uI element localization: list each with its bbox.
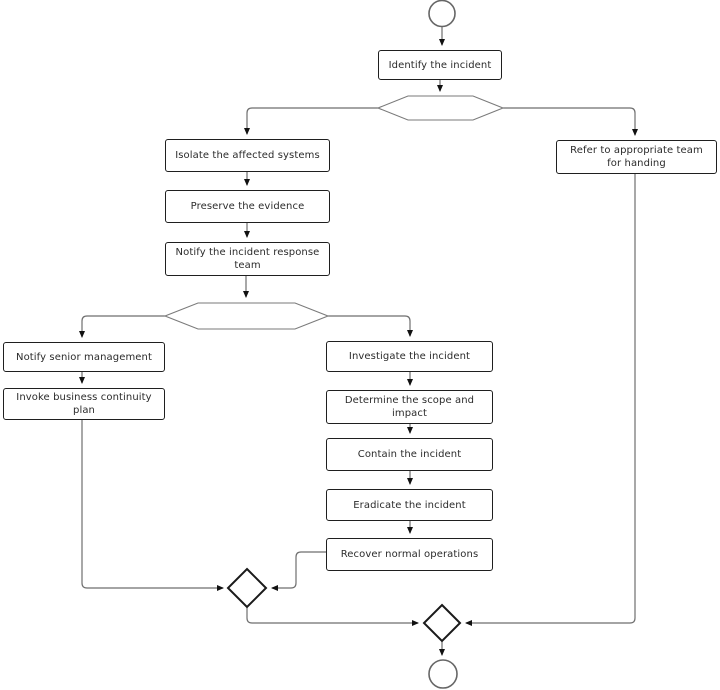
edge-decision2-investigate <box>328 315 413 337</box>
edge-recover-merge1 <box>271 551 327 591</box>
node-label: Investigate the incident <box>348 351 471 362</box>
node-label: Recover normal operations <box>340 549 479 560</box>
node-invoke-business-continuity-plan: Invoke business continuity plan <box>3 388 165 420</box>
edge-decision2-notifysm <box>79 315 165 338</box>
node-eradicate-incident: Eradicate the incident <box>326 489 493 521</box>
node-label: Refer to appropriate team for handing <box>570 145 703 169</box>
merge-diamond-1 <box>226 567 268 609</box>
edge-merge1-merge2 <box>246 607 419 626</box>
node-label: Notify the incident response team <box>175 247 320 271</box>
node-notify-incident-response-team: Notify the incident response team <box>165 242 330 276</box>
node-investigate-incident: Investigate the incident <box>326 341 493 372</box>
node-label: Eradicate the incident <box>353 499 466 511</box>
edge-invokebcp-merge1 <box>81 420 224 591</box>
end-circle <box>428 659 458 689</box>
node-determine-scope-impact: Determine the scope and impact <box>326 390 493 424</box>
node-label: Invoke business continuity plan <box>16 392 152 416</box>
edge-refer-merge2 <box>465 174 636 626</box>
decision-hexagon-2 <box>163 302 330 330</box>
merge-diamond-2 <box>422 603 462 643</box>
node-label: Identify the incident <box>388 59 492 71</box>
node-recover-normal-operations: Recover normal operations <box>326 538 493 571</box>
node-label: Preserve the evidence <box>190 201 305 212</box>
node-contain-incident: Contain the incident <box>326 438 493 471</box>
node-identify-incident: Identify the incident <box>378 50 502 80</box>
edge-decision1-refer <box>503 107 638 136</box>
edge-decision1-isolate <box>244 107 378 135</box>
node-label: Contain the incident <box>357 449 462 460</box>
node-isolate-affected-systems: Isolate the affected systems <box>165 139 330 172</box>
node-preserve-evidence: Preserve the evidence <box>165 190 330 223</box>
node-label: Determine the scope and impact <box>344 395 475 419</box>
decision-hexagon-1 <box>376 95 505 121</box>
node-label: Isolate the affected systems <box>175 150 320 161</box>
node-refer-to-appropriate-team: Refer to appropriate team for handing <box>556 140 717 174</box>
node-label: Notify senior management <box>15 351 152 363</box>
start-circle <box>428 0 456 28</box>
node-notify-senior-management: Notify senior management <box>3 342 165 372</box>
